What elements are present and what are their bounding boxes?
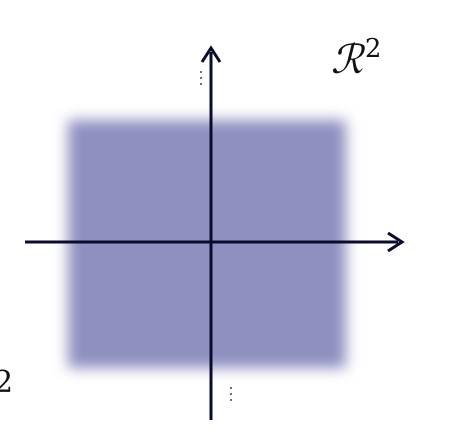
edge-label: 2 bbox=[0, 365, 14, 400]
top-tick-dots bbox=[200, 71, 202, 85]
space-symbol: ℛ bbox=[331, 37, 363, 83]
space-exponent: 2 bbox=[364, 34, 382, 64]
bottom-tick-dots bbox=[230, 387, 232, 401]
space-label: ℛ2 bbox=[331, 36, 381, 83]
x-axis-arrowhead bbox=[387, 231, 405, 253]
y-axis-arrowhead bbox=[200, 45, 222, 63]
shaded-region bbox=[68, 120, 346, 368]
